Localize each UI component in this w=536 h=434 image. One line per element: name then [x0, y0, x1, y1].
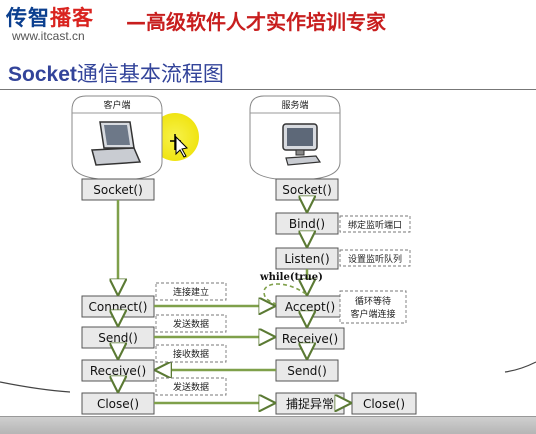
message-label: 发送数据: [173, 318, 209, 330]
server-node-text: Receive(): [282, 332, 338, 346]
listen-note: 设置监听队列: [348, 253, 402, 265]
note-box: [339, 215, 411, 233]
accept-note-2: 客户端连接: [350, 308, 395, 320]
server-node-text: Socket(): [282, 183, 332, 197]
message-label: 接收数据: [173, 348, 209, 360]
message-label-box: [155, 377, 227, 396]
decorative-curve: [0, 381, 71, 393]
message-label-box: [155, 314, 227, 333]
brand-slogan: —高级软件人才实作培训专家: [126, 10, 386, 34]
client-node-text: Send(): [98, 331, 138, 345]
note-box: [339, 249, 411, 267]
message-label-box: [155, 344, 227, 363]
message-label-box: [155, 282, 227, 301]
desktop-computer-icon: [282, 123, 322, 166]
server-node-text: Send(): [287, 364, 327, 378]
message-label: 发送数据: [173, 381, 209, 393]
server-node-text: Bind(): [289, 217, 325, 231]
slide-header: 传智播客 www.itcast.cn —高级软件人才实作培训专家: [0, 0, 536, 48]
client-node-text: Receive(): [90, 364, 146, 378]
client-label: 客户端: [103, 99, 130, 111]
slide-title: Socket通信基本流程图: [8, 58, 224, 88]
slide-title-bold: Socket: [8, 63, 77, 86]
decorative-curve: [504, 361, 536, 373]
client-node-text: Close(): [97, 397, 139, 411]
bottom-bar: [0, 416, 536, 434]
server-close-box: [351, 392, 417, 415]
socket-flow-diagram: 客户端 服务端 Socket() Connect() Send() Receiv…: [0, 95, 536, 415]
server-node-text: Listen(): [284, 252, 329, 266]
slide-title-rest: 通信基本流程图: [76, 62, 224, 86]
client-node-text: Connect(): [89, 300, 148, 314]
laptop-icon: [91, 121, 142, 166]
accept-note-1: 循环等待: [355, 295, 391, 307]
bind-note: 绑定监听端口: [348, 219, 402, 231]
title-divider: [0, 89, 536, 90]
client-node-text: Socket(): [93, 183, 143, 197]
note-box: [339, 290, 407, 324]
server-node-text: Accept(): [285, 300, 335, 314]
logo-text-1: 传智: [6, 6, 50, 30]
server-node-text: 捕捉异常: [286, 396, 334, 411]
while-label: while(true): [259, 272, 323, 283]
brand-logo: 传智播客: [6, 2, 94, 32]
mouse-cursor-icon: [170, 134, 189, 158]
server-label: 服务端: [281, 99, 308, 111]
logo-text-2: 播客: [50, 6, 94, 30]
message-label: 连接建立: [173, 286, 209, 298]
brand-url: www.itcast.cn: [12, 29, 85, 43]
server-node-text: Close(): [363, 397, 405, 411]
